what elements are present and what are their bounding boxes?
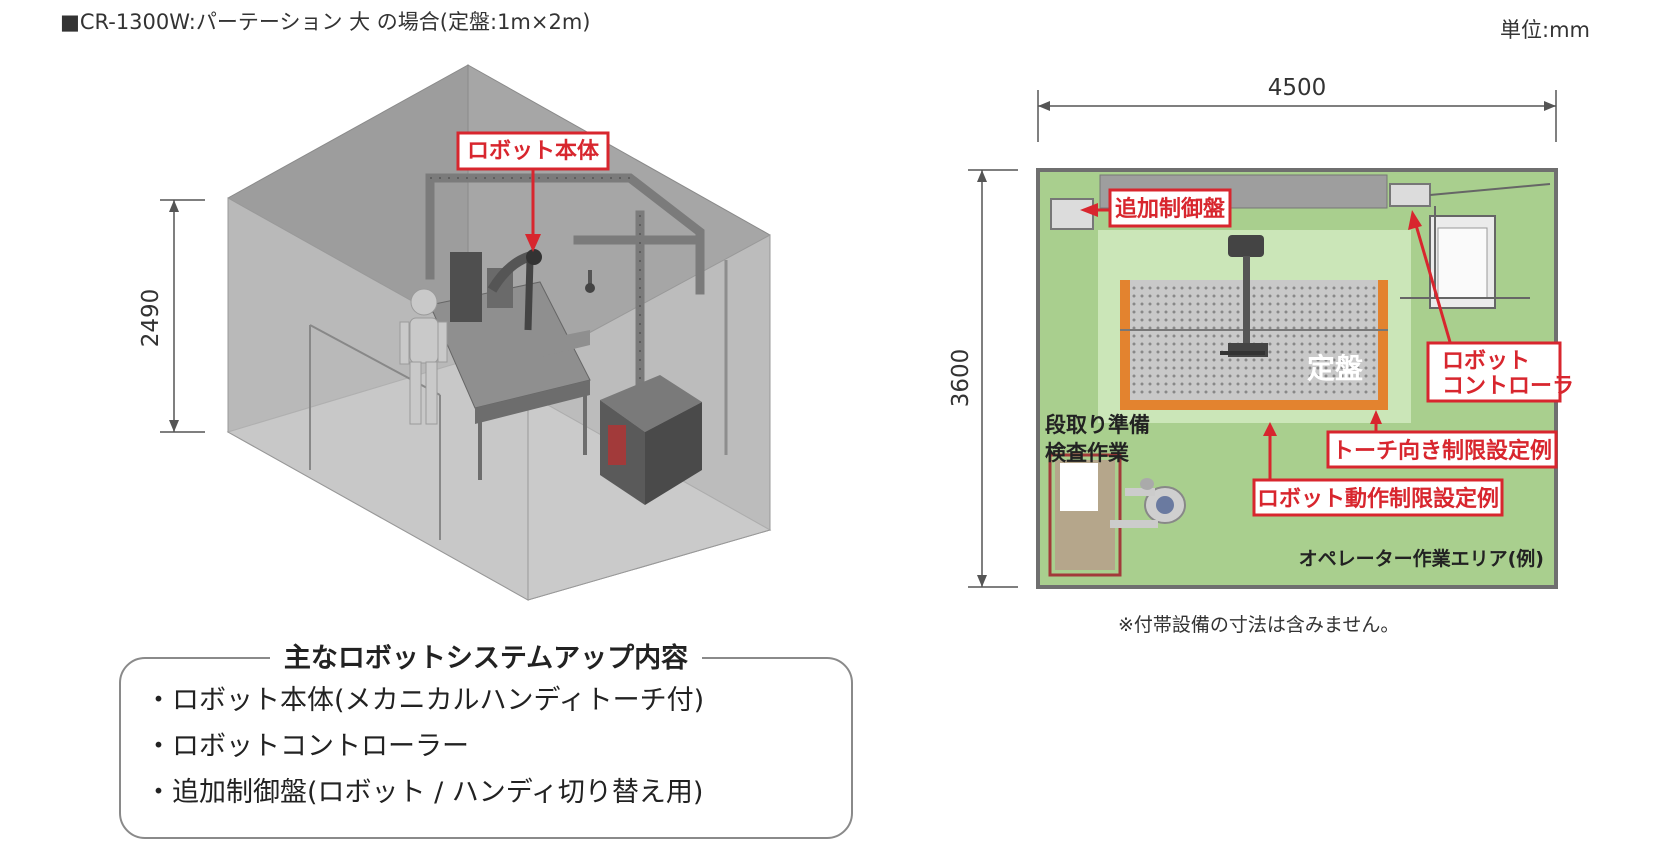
dimension-note: ※付帯設備の寸法は含みません。 — [1118, 614, 1400, 636]
summary-item-robot-controller: ・ロボットコントローラー — [145, 731, 469, 762]
control-panel-callout-text: 追加制御盤 — [1115, 196, 1226, 222]
operator-figure — [399, 288, 448, 425]
controller-callout-line1: ロボット — [1442, 349, 1530, 374]
page-title: ■CR-1300W:パーテーション 大 の場合(定盤:1m×2m) — [60, 10, 591, 34]
depth-dimension — [968, 169, 1018, 588]
height-dimension-value: 2490 — [138, 289, 164, 348]
prep-workbench — [1048, 453, 1122, 577]
robot-plan — [1220, 235, 1268, 357]
controller-callout: ロボット コントローラ — [1408, 210, 1574, 403]
robot-controller-plan — [1389, 183, 1551, 309]
torch-limit-callout: トーチ向き制限設定例 — [1326, 410, 1558, 469]
unit-label: 単位:mm — [1500, 18, 1590, 42]
booth-plan-view: 4500 3600 定盤 — [948, 75, 1574, 589]
control-panel-callout: 追加制御盤 — [1080, 188, 1232, 228]
robot-body-callout: ロボット本体 — [456, 131, 610, 252]
summary-item-robot-body: ・ロボット本体(メカニカルハンディトーチ付) — [145, 685, 705, 716]
motion-limit-callout-text: ロボット動作制限設定例 — [1257, 486, 1499, 512]
width-dimension-value: 4500 — [1268, 75, 1327, 101]
motion-limit-callout: ロボット動作制限設定例 — [1252, 422, 1504, 517]
controller-callout-line2: コントローラ — [1442, 374, 1574, 399]
depth-dimension-value: 3600 — [948, 349, 974, 408]
robot-body-callout-text: ロボット本体 — [467, 139, 600, 164]
operator-area-label: オペレーター作業エリア(例) — [1299, 547, 1544, 570]
operator-figure-plan — [1110, 478, 1186, 528]
control-panel-box — [1050, 198, 1094, 230]
prep-label-line2: 検査作業 — [1045, 441, 1130, 465]
summary-item-control-panel: ・追加制御盤(ロボット / ハンディ切り替え用) — [145, 777, 704, 808]
surface-plate-label: 定盤 — [1307, 352, 1364, 385]
prep-label-line1: 段取り準備 — [1045, 413, 1150, 437]
robot-arm — [450, 249, 595, 331]
width-dimension — [1037, 90, 1557, 142]
torch-limit-callout-text: トーチ向き制限設定例 — [1332, 438, 1552, 464]
height-dimension — [160, 199, 205, 433]
robot-controller-unit — [600, 375, 702, 505]
booth-isometric-illustration: 2490 — [138, 64, 772, 601]
